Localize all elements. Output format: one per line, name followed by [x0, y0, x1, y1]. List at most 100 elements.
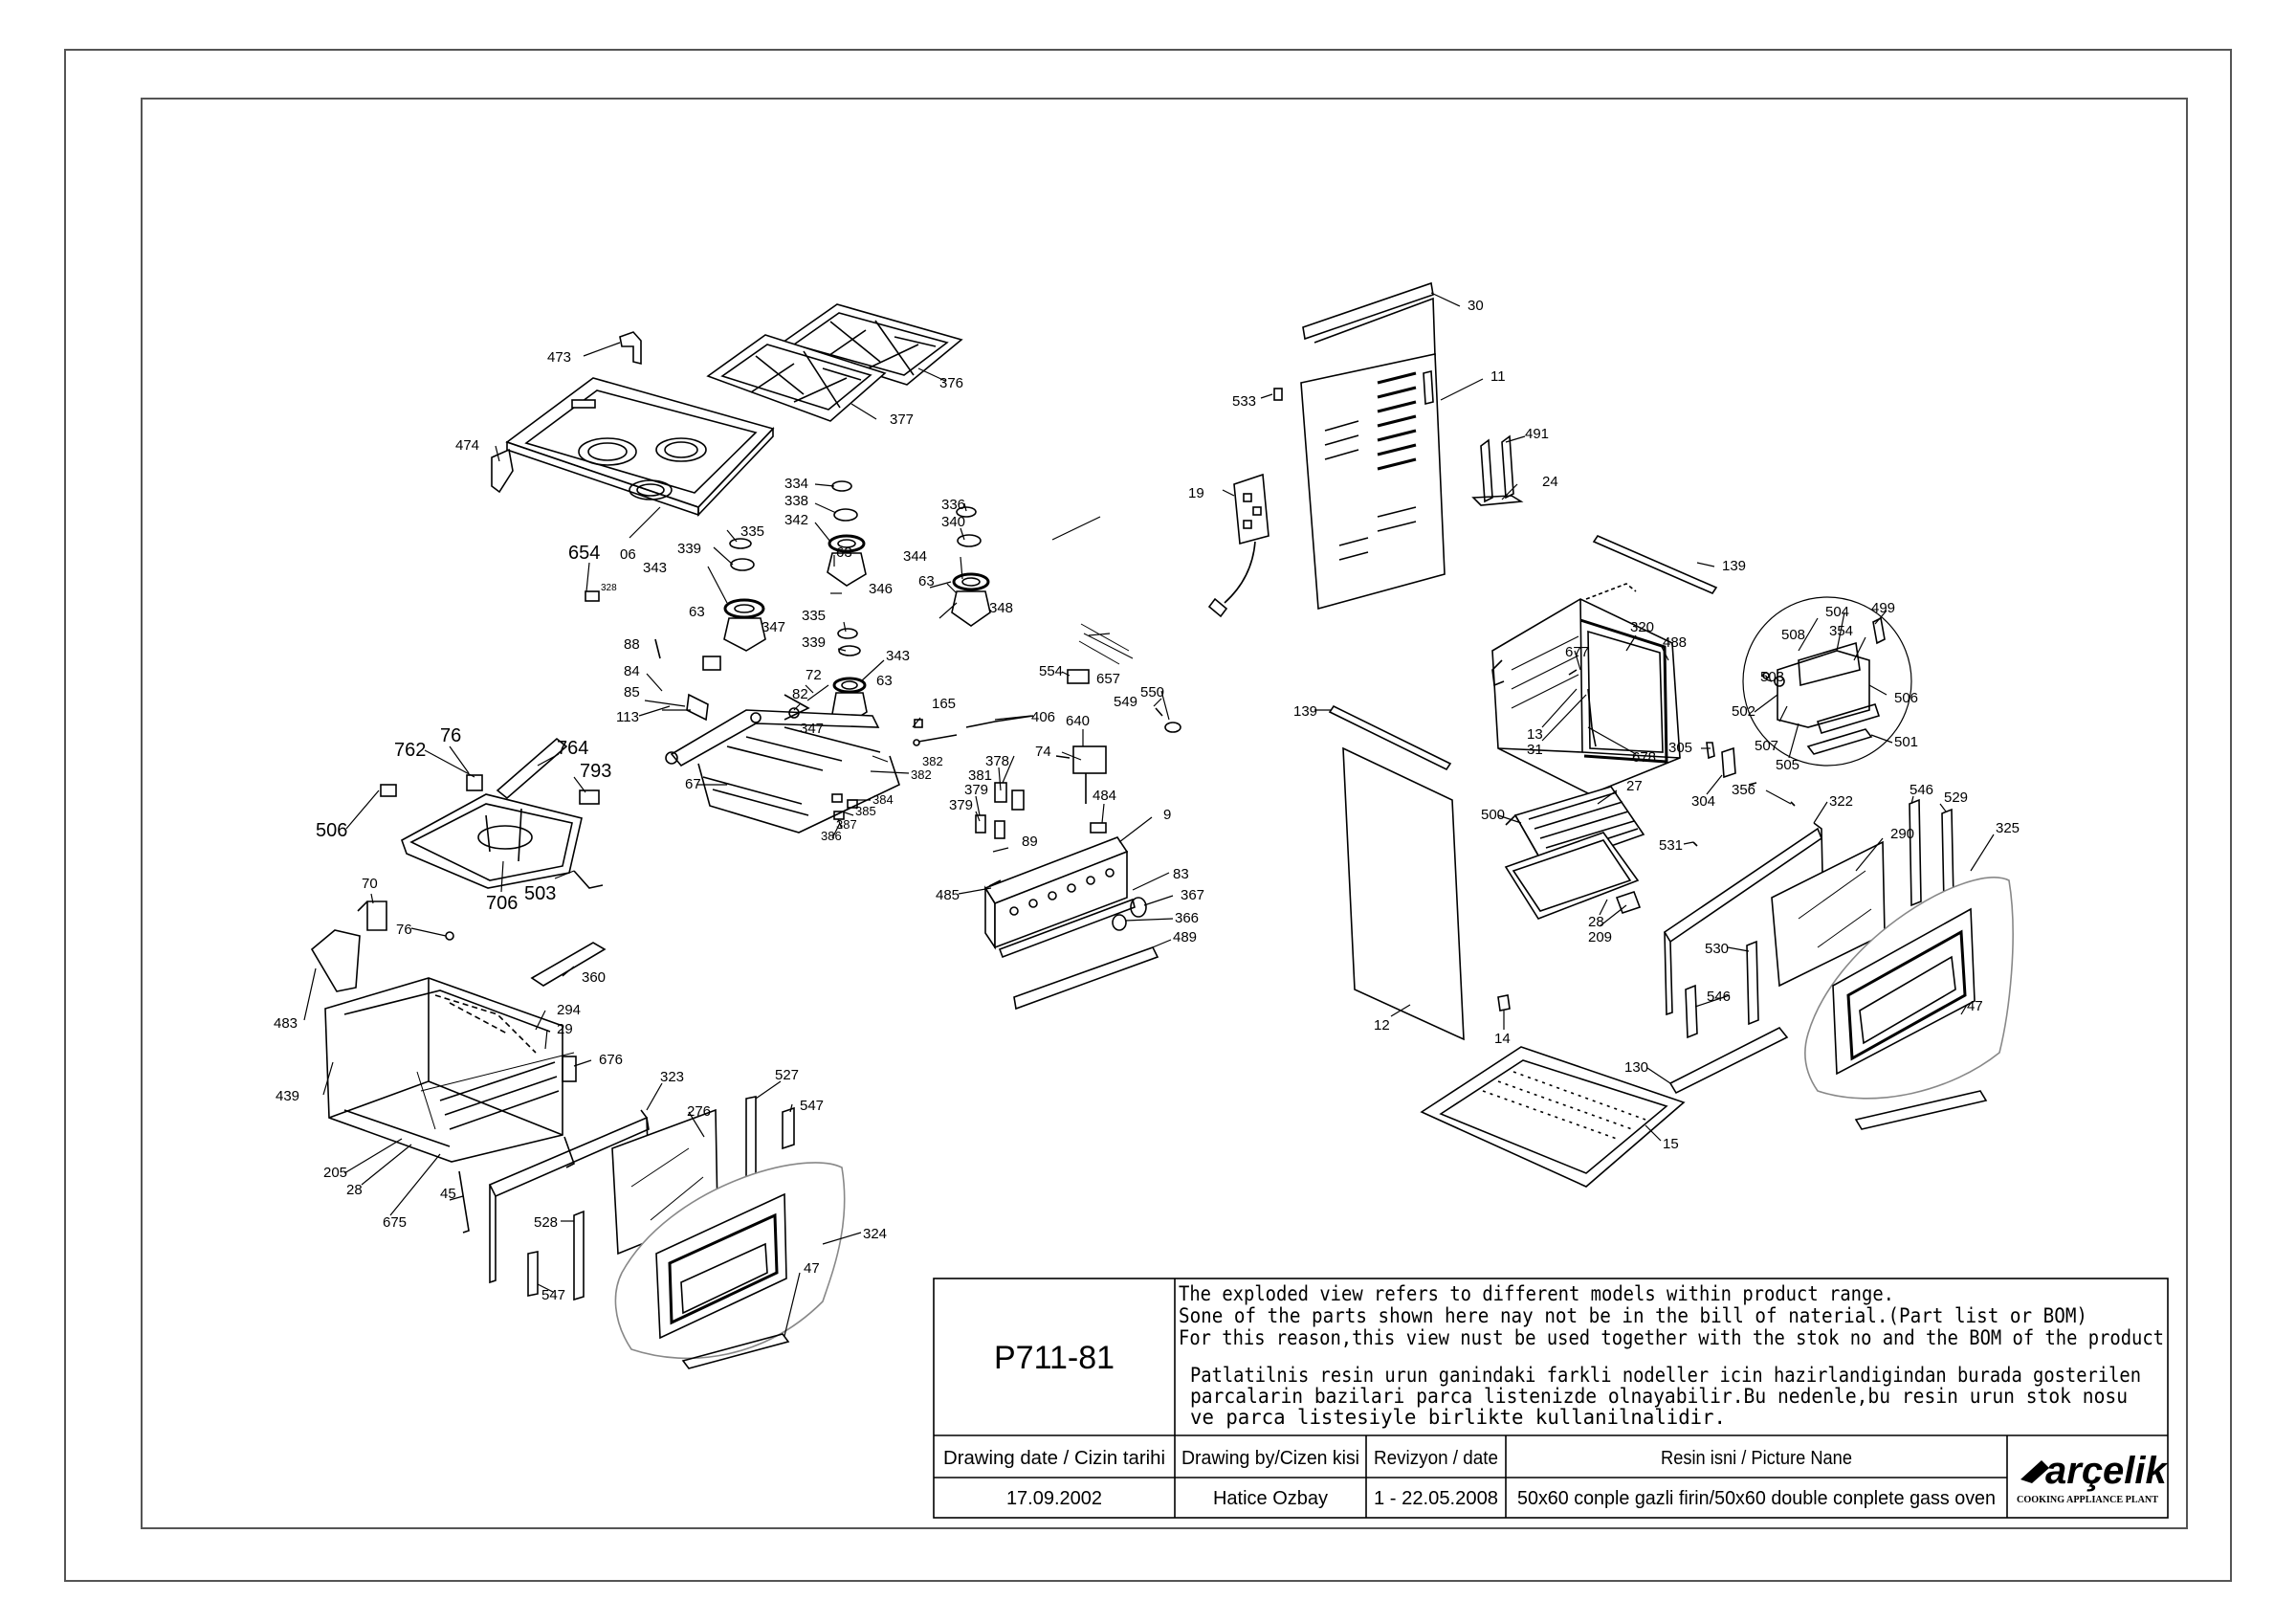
part-label: 505 [1776, 757, 1799, 773]
part-label: 63 [876, 673, 893, 689]
parts-drawing [310, 281, 2014, 1369]
part-label: 344 [903, 548, 927, 565]
part-label: 654 [568, 543, 600, 564]
part-label: 506 [316, 820, 347, 841]
part-label: 304 [1691, 793, 1715, 810]
part-label: 473 [547, 349, 571, 366]
part-label: 533 [1232, 393, 1256, 410]
part-label: 324 [863, 1226, 887, 1242]
part-label: 305 [1668, 740, 1692, 756]
part-label: 325 [1996, 820, 2020, 836]
part-label: 508 [1781, 627, 1805, 643]
part-label: 384 [872, 792, 894, 807]
note-tr-2: parcalarin bazilari parca listenizde oln… [1190, 1385, 2128, 1408]
part-label: 24 [1542, 474, 1558, 490]
gas-rail [654, 638, 900, 834]
part-label: 63 [689, 604, 705, 620]
part-label: 530 [1705, 941, 1729, 957]
header-picture-name: Resin isni / Picture Nane [1661, 1448, 1852, 1469]
part-label: 139 [1293, 703, 1317, 720]
part-label: 209 [1588, 929, 1612, 945]
part-label: 360 [582, 969, 606, 986]
part-label: 382 [911, 767, 932, 782]
oven-tray [1504, 832, 1642, 920]
hot-plate-706 [380, 737, 604, 889]
control-panel [983, 822, 1159, 1011]
part-label: 640 [1066, 713, 1090, 729]
right-oven-cavity [1491, 583, 1681, 795]
part-label: 347 [800, 721, 824, 737]
title-block [933, 1278, 2169, 1519]
part-label: 28 [1588, 914, 1604, 930]
part-label: 507 [1755, 738, 1778, 754]
part-label: 378 [985, 753, 1009, 769]
part-label: 764 [557, 738, 588, 759]
part-label: 678 [1632, 749, 1656, 766]
part-label: 45 [440, 1186, 456, 1202]
part-label: 706 [486, 893, 518, 914]
part-label: 377 [890, 411, 914, 428]
part-label: 14 [1494, 1031, 1511, 1047]
part-label: 12 [1374, 1017, 1390, 1034]
note-en-2: Sone of the parts shown here nay not be … [1179, 1304, 2087, 1327]
part-label: 342 [784, 512, 808, 528]
value-revision: 1 - 22.05.2008 [1374, 1488, 1498, 1509]
part-label: 9 [1163, 807, 1171, 823]
note-en-1: The exploded view refers to different mo… [1179, 1282, 1894, 1305]
part-label: 501 [1894, 734, 1918, 750]
value-drawing-date: 17.09.2002 [1006, 1488, 1102, 1509]
part-label: 484 [1093, 788, 1116, 804]
part-label: 546 [1707, 989, 1731, 1005]
clip-474 [491, 448, 514, 494]
part-label: 88 [624, 636, 640, 653]
part-label: 320 [1630, 619, 1654, 635]
part-label: 340 [941, 514, 965, 530]
bottom-panel-15 [1420, 1046, 1686, 1188]
part-label: 06 [620, 546, 636, 563]
part-label: 762 [394, 740, 426, 761]
part-label: 85 [624, 684, 640, 700]
bracket-473 [619, 331, 642, 366]
part-label: 63 [836, 545, 852, 561]
part-label: 31 [1527, 742, 1543, 758]
part-label: 290 [1890, 826, 1914, 842]
part-label: 47 [1967, 998, 1983, 1014]
part-label: 367 [1181, 887, 1204, 903]
part-label: 328 [601, 583, 617, 593]
brand-logo: arçelik COOKING APPLIANCE PLANT [2017, 1450, 2169, 1505]
part-label: 676 [599, 1052, 623, 1068]
panel-12 [1342, 746, 1465, 1041]
part-label: 439 [276, 1088, 299, 1104]
part-number-labels: 473 474 376 377 06 654 328 334 338 342 3… [274, 298, 2020, 1303]
part-label: 657 [1096, 671, 1120, 687]
part-label: 382 [922, 754, 943, 768]
note-tr-1: Patlatilnis resin urun ganindaki farkli … [1190, 1364, 2141, 1387]
part-label: 554 [1039, 663, 1063, 679]
part-label: 323 [660, 1069, 684, 1085]
gas-valves [831, 623, 1181, 839]
burner-set [585, 480, 991, 723]
part-label: 547 [541, 1287, 565, 1303]
header-drawing-date: Drawing date / Cizin tarihi [943, 1448, 1165, 1469]
note-en-3: For this reason,this view nust be used t… [1179, 1326, 2164, 1349]
part-label: 379 [949, 797, 973, 813]
brand-name: arçelik [2045, 1450, 2169, 1492]
part-label: 528 [534, 1214, 558, 1231]
header-revision: Revizyon / date [1374, 1448, 1498, 1469]
part-label: 322 [1829, 793, 1853, 810]
left-door-parts [488, 1096, 846, 1369]
part-label: 386 [821, 829, 842, 843]
part-label: 113 [616, 709, 639, 725]
part-label: 335 [740, 523, 764, 540]
part-label: 547 [800, 1098, 824, 1114]
part-label: 503 [524, 883, 556, 904]
title-block-text: P711-81 The exploded view refers to diff… [943, 1282, 2169, 1509]
part-label: 89 [1022, 834, 1038, 850]
part-label: 500 [1481, 807, 1505, 823]
part-label: 27 [1626, 778, 1643, 794]
part-label: 527 [775, 1067, 799, 1083]
hob-top-plate [505, 377, 775, 518]
part-label: 343 [643, 560, 667, 576]
inner-frame [141, 98, 2188, 1529]
